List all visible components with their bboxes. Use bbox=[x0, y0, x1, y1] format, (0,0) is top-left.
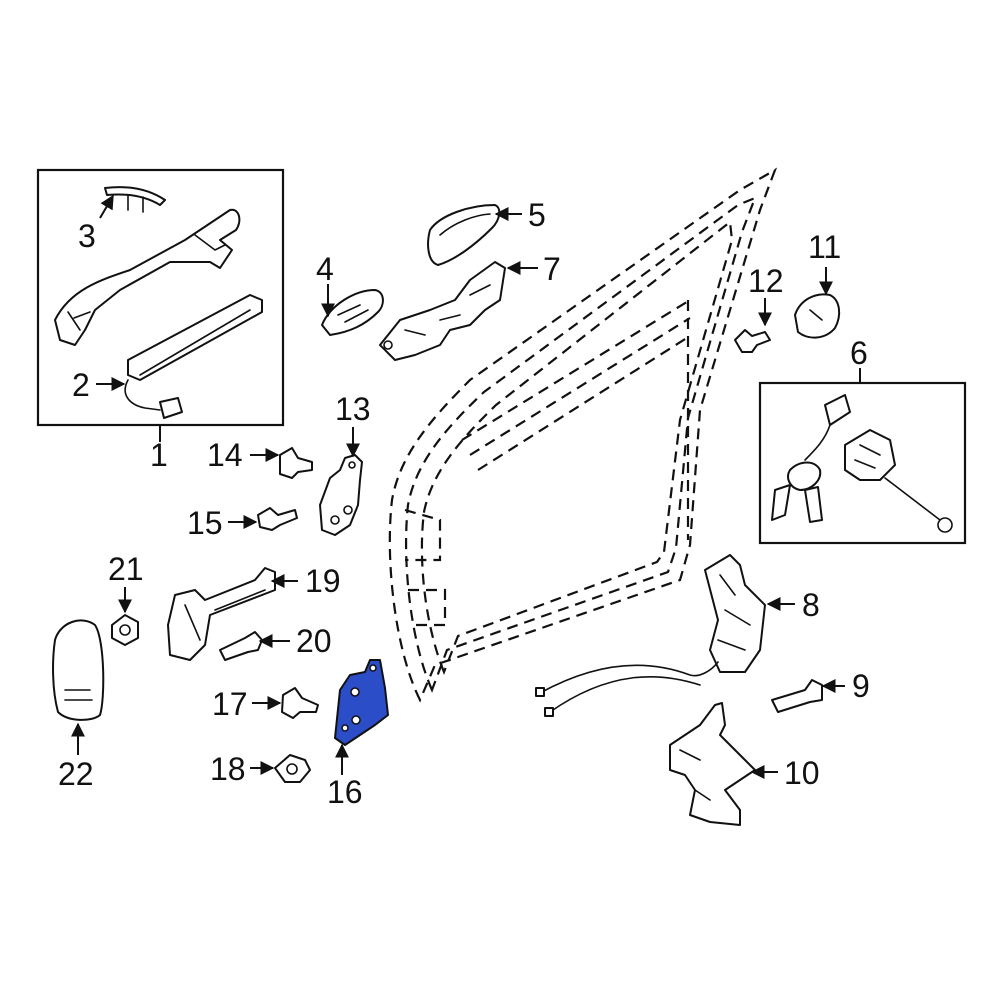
hinge-16-highlighted bbox=[334, 659, 389, 746]
handle-carrier-7 bbox=[379, 261, 506, 361]
bolt-14 bbox=[279, 447, 313, 479]
callout-14: 14 bbox=[207, 437, 243, 473]
callout-15: 15 bbox=[187, 505, 223, 541]
door-latch-8 bbox=[535, 554, 766, 717]
bolt-9 bbox=[771, 679, 823, 713]
callout-4: 4 bbox=[316, 251, 334, 287]
callout-11: 11 bbox=[808, 229, 841, 265]
cap-22 bbox=[52, 619, 105, 721]
callout-labels: 3 2 1 4 5 7 11 12 6 13 14 15 21 19 20 17… bbox=[58, 197, 870, 810]
callout-19: 19 bbox=[305, 563, 341, 599]
bolt-12 bbox=[734, 329, 771, 353]
bolt-20 bbox=[219, 631, 263, 661]
callout-18: 18 bbox=[210, 751, 246, 787]
group-box-1 bbox=[36, 168, 285, 427]
handle-sensor-2 bbox=[124, 294, 263, 419]
hinge-13 bbox=[319, 454, 363, 536]
callout-13: 13 bbox=[335, 391, 371, 427]
latch-bracket-10 bbox=[669, 702, 756, 826]
callout-3: 3 bbox=[78, 218, 96, 254]
callout-8: 8 bbox=[802, 587, 820, 623]
callout-5: 5 bbox=[528, 197, 546, 233]
callout-1: 1 bbox=[150, 437, 168, 473]
callout-12: 12 bbox=[748, 263, 784, 299]
striker-11 bbox=[794, 293, 841, 339]
callout-9: 9 bbox=[852, 668, 870, 704]
handle-cover-5 bbox=[427, 204, 501, 266]
handle-bezel-4 bbox=[321, 289, 384, 336]
callout-17: 17 bbox=[212, 686, 248, 722]
callout-10: 10 bbox=[784, 755, 820, 791]
door-check-19 bbox=[167, 567, 276, 661]
callout-21: 21 bbox=[108, 551, 144, 587]
callout-20: 20 bbox=[296, 623, 332, 659]
lock-cylinder-6 bbox=[771, 394, 953, 533]
outer-handle bbox=[54, 208, 241, 346]
bolt-18 bbox=[274, 754, 311, 783]
bolt-15 bbox=[257, 507, 298, 531]
callout-2: 2 bbox=[72, 367, 90, 403]
group-box-6 bbox=[758, 381, 967, 545]
callout-16: 16 bbox=[327, 774, 363, 810]
callout-7: 7 bbox=[543, 251, 561, 287]
bolt-17 bbox=[281, 687, 319, 719]
callout-22: 22 bbox=[58, 756, 94, 792]
door-frame-outline bbox=[388, 167, 778, 703]
leader-lines bbox=[71, 194, 861, 779]
handle-cover-3 bbox=[104, 186, 166, 213]
nut-21 bbox=[111, 614, 139, 646]
callout-6: 6 bbox=[850, 335, 868, 371]
